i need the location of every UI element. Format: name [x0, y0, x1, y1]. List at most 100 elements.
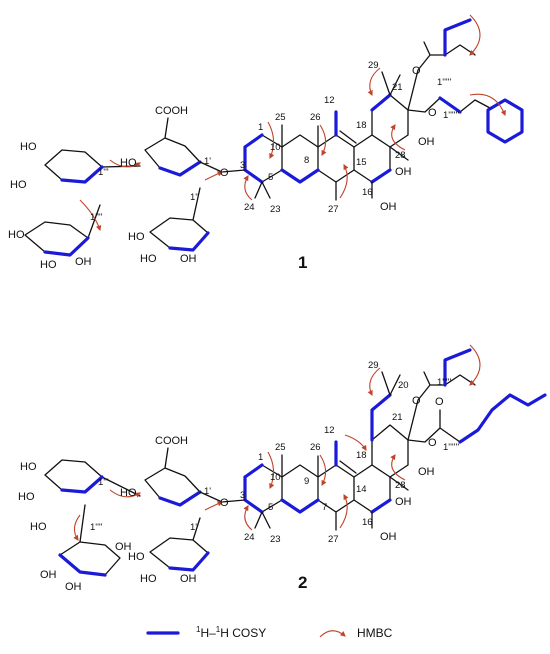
- c1-num-1pppp: 1'''': [90, 212, 103, 223]
- c2-cosy-lower-left: [58, 553, 107, 577]
- c2-cosy-hexenoyl: [458, 393, 547, 444]
- c1-num-1ppppp: 1''''': [437, 77, 452, 88]
- c1-sugar-lower-left: [24, 204, 101, 256]
- c2-cosy-e: [370, 393, 392, 442]
- c2-num-14: 14: [356, 484, 367, 495]
- c2-oh-label-3: OH: [418, 466, 435, 478]
- c1-methyls: [254, 71, 401, 201]
- c1-num-15: 15: [356, 157, 367, 168]
- c1-cosy-e: [370, 93, 392, 112]
- c1-cosy-glcA: [158, 160, 202, 177]
- c2-num-1pppppp: 1'''''': [443, 442, 459, 453]
- c2-num-20: 20: [398, 380, 409, 391]
- c2-num-25: 25: [275, 442, 286, 453]
- c1-hmbc-top: [469, 14, 481, 56]
- c2-cosy-15-16: [370, 498, 392, 514]
- c1-hmbc-glc: [109, 159, 141, 168]
- c1-ho-label-3: HO: [8, 229, 25, 241]
- c1-ring-c: [317, 134, 355, 183]
- c2-double-bond: [339, 460, 357, 474]
- c1-o-label: O: [220, 167, 229, 179]
- c2-acid-label: COOH: [155, 435, 188, 447]
- c1-num-1p: 1': [204, 156, 211, 167]
- c2-num-1ppp: 1''': [98, 477, 109, 488]
- c1-num-16: 16: [362, 187, 373, 198]
- c1-cosy-15-16: [370, 168, 392, 184]
- c1-cosy-ring-a: [243, 133, 264, 184]
- c1-ho-label-6: HO: [128, 231, 145, 243]
- c1-oh-label-5: OH: [180, 253, 197, 265]
- c2-oh-label-7: OH: [180, 573, 197, 585]
- compound-2-label: 2: [298, 573, 307, 592]
- c2-oh-label-1: OH: [395, 496, 412, 508]
- c1-ho-label-2: HO: [10, 179, 27, 191]
- c1-num-21: 21: [392, 82, 403, 93]
- c2-cosy-ring-a: [243, 463, 264, 514]
- compound-1-structure: COOH OH OH OH HO HO HO HO OH HO HO HO OH…: [8, 14, 524, 272]
- c1-hmbc-28: [390, 124, 406, 151]
- c2-ho-label-3: HO: [30, 521, 47, 533]
- c1-num-1pppppp: 1'''''': [443, 110, 459, 121]
- c1-hmbc-24: [243, 175, 253, 201]
- c1-ring-e-oh: [371, 146, 409, 199]
- c1-hmbc-27: [339, 164, 349, 199]
- c1-num-28: 28: [395, 150, 406, 161]
- c2-oh-label-2: OH: [380, 531, 397, 543]
- c1-o-label-3: O: [428, 107, 437, 119]
- c2-hmbc-27: [339, 494, 349, 529]
- c1-double-bond: [339, 130, 357, 144]
- c1-num-24: 24: [244, 202, 255, 213]
- c2-oh-label-6: OH: [115, 541, 132, 553]
- c1-oh-label-4: OH: [75, 256, 92, 268]
- c2-cosy-upper: [60, 475, 104, 494]
- c1-num-1pp: 1'': [190, 192, 199, 203]
- c1-cosy-tiglate: [443, 18, 472, 57]
- c2-num-16: 16: [362, 517, 373, 528]
- c2-ho-label-5: HO: [128, 551, 145, 563]
- c1-cosy-cinnamate: [438, 96, 462, 114]
- c2-cosy-tiglate: [443, 348, 472, 387]
- c2-num-12: 12: [324, 425, 335, 436]
- c2-ho-label-4: HO: [120, 487, 137, 499]
- c2-num-27: 27: [328, 534, 339, 545]
- c2-ring-e: [371, 424, 409, 478]
- c1-cosy-lower-left: [43, 236, 90, 257]
- c1-num-3: 3: [240, 160, 245, 171]
- c2-o-label-1: O: [435, 396, 444, 408]
- c2-num-1pp: 1'': [190, 522, 199, 533]
- c2-hmbc-28: [390, 454, 406, 481]
- c1-num-26: 26: [310, 112, 321, 123]
- c1-hmbc-glc2: [79, 199, 102, 232]
- c1-ho-label-5: HO: [120, 157, 137, 169]
- c1-ring-e: [371, 94, 409, 148]
- c2-ester-right: [407, 409, 461, 443]
- c2-cosy-ring-b: [280, 498, 320, 514]
- c2-cosy-glcA: [158, 490, 202, 507]
- c1-num-23: 23: [270, 204, 281, 215]
- c2-hmbc-top: [469, 344, 481, 386]
- c2-o-label-2: O: [412, 395, 421, 407]
- c1-num-29: 29: [368, 60, 379, 71]
- c1-cosy-lower-right: [168, 231, 210, 252]
- c1-hmbc-26: [319, 124, 327, 156]
- c1-ho-label-4: HO: [40, 259, 57, 271]
- c2-num-10: 10: [270, 472, 281, 483]
- c1-num-27: 27: [328, 204, 339, 215]
- c1-num-18: 18: [356, 120, 367, 131]
- c2-hmbc-glc3: [204, 501, 224, 511]
- c2-num-21: 21: [392, 412, 403, 423]
- c2-oh-label-4: OH: [40, 569, 57, 581]
- c1-hmbc-29: [367, 67, 381, 96]
- c1-num-10: 10: [270, 142, 281, 153]
- hmbc-legend-label: HMBC: [357, 626, 393, 640]
- c2-num-3: 3: [240, 490, 245, 501]
- c2-hmbc-glc: [109, 489, 141, 498]
- c2-ho-label-6: HO: [140, 573, 157, 585]
- c1-num-25: 25: [275, 112, 286, 123]
- c1-hmbc-25: [267, 121, 275, 160]
- c2-hmbc-12: [344, 434, 367, 451]
- compound-2-structure: COOH OH OH OH O O O HO HO HO OH OH OH HO…: [18, 344, 547, 593]
- c1-hmbc-cinn: [469, 93, 506, 117]
- c2-hmbc-29: [367, 367, 381, 396]
